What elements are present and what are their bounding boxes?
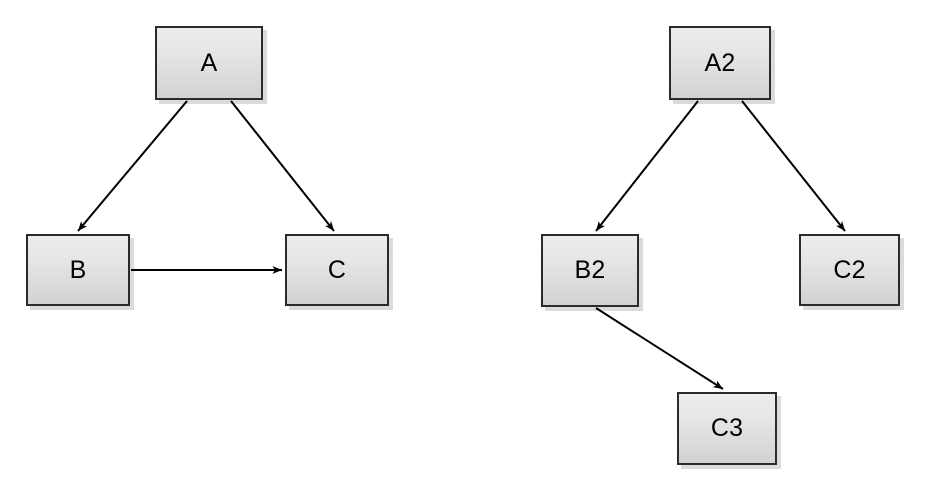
node-b2[interactable]: B2 [541, 234, 639, 307]
node-a2[interactable]: A2 [669, 26, 771, 100]
node-c[interactable]: C [285, 234, 389, 306]
node-label-c: C [327, 255, 347, 284]
node-b[interactable]: B [26, 234, 130, 306]
node-a[interactable]: A [155, 26, 263, 100]
edges-group [77, 100, 846, 390]
edge-a2-to-b2 [595, 100, 699, 232]
node-label-b: B [69, 255, 87, 284]
node-label-a2: A2 [704, 48, 736, 77]
node-label-c2: C2 [833, 255, 866, 284]
edge-a-to-c [230, 100, 335, 232]
edge-b2-to-c3 [595, 307, 724, 390]
node-label-a: A [200, 48, 218, 77]
edge-a-to-b [77, 100, 188, 232]
edge-a2-to-c2 [741, 100, 846, 232]
node-c2[interactable]: C2 [799, 234, 900, 306]
node-c3[interactable]: C3 [677, 392, 777, 465]
node-label-c3: C3 [710, 414, 744, 442]
node-label-b2: B2 [574, 256, 606, 284]
